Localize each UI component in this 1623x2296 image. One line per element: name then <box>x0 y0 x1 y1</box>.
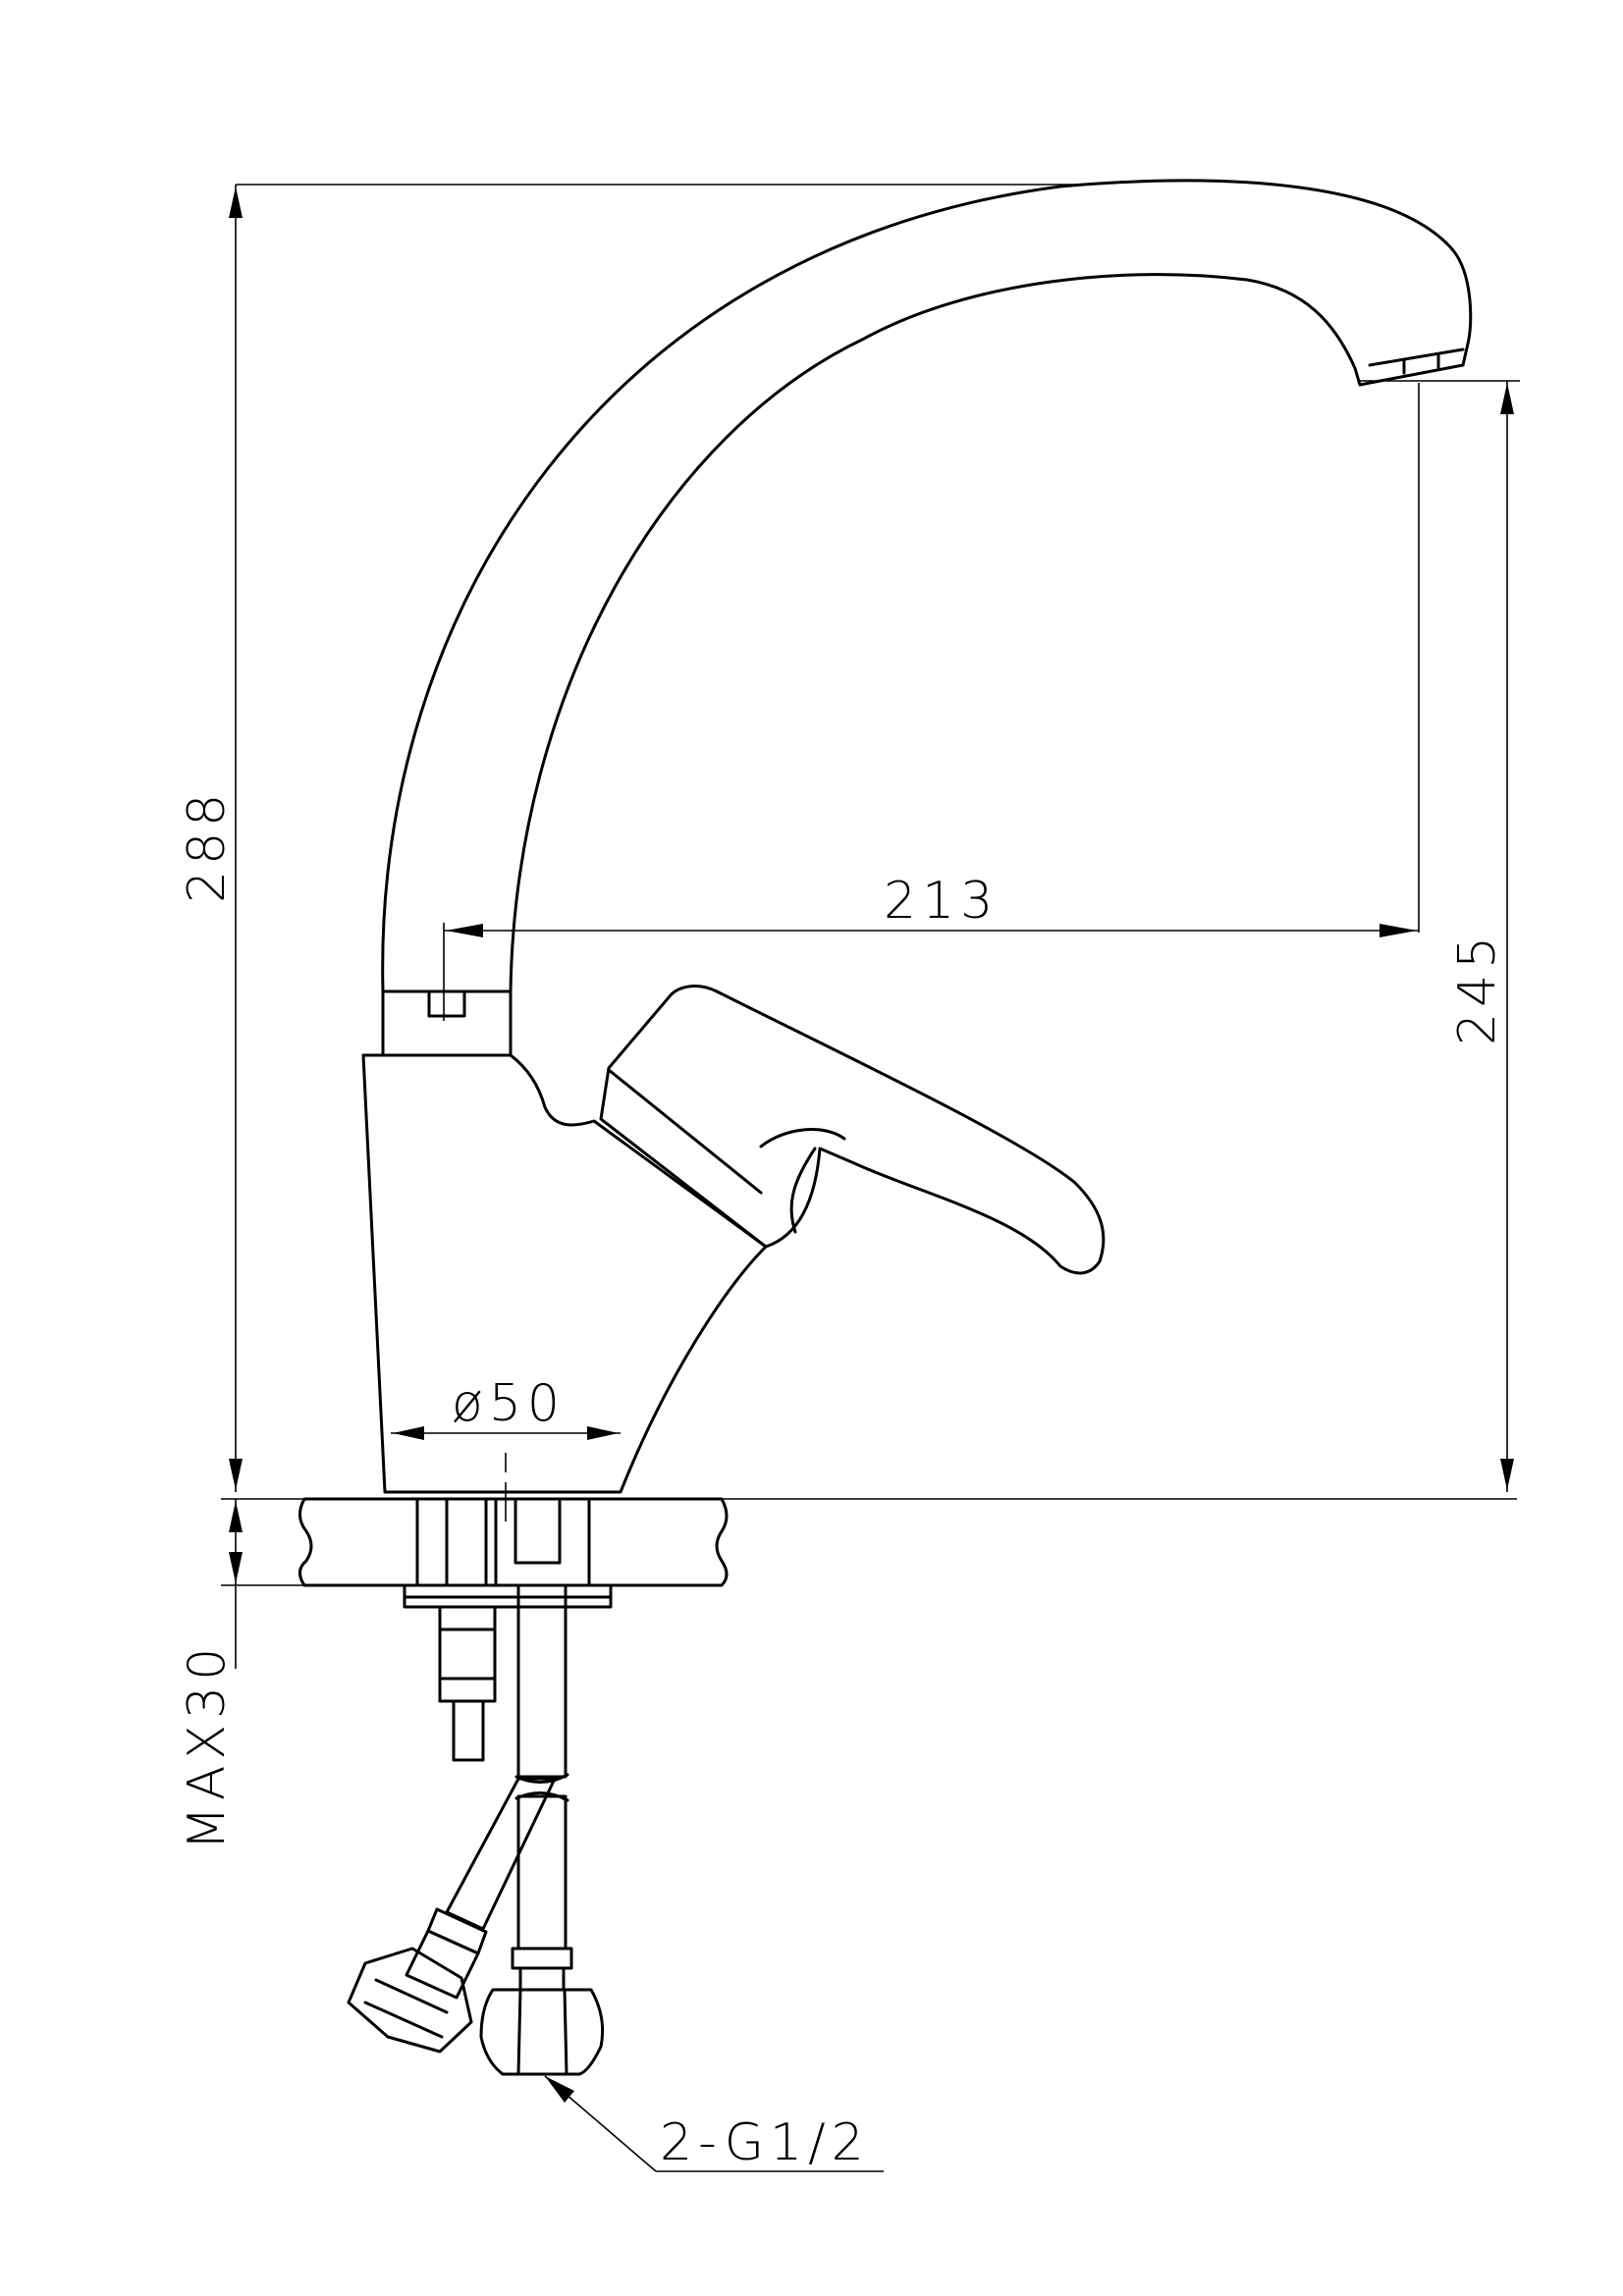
hex-nut-angled <box>347 1947 473 2054</box>
supply-hose-angled <box>405 1777 557 2000</box>
countertop-section <box>298 1497 729 1609</box>
faucet-spout <box>381 179 1473 1057</box>
faucet-body <box>361 1053 768 1494</box>
total-height-label: 288 <box>178 788 237 903</box>
spout-height-label: 245 <box>1448 931 1507 1045</box>
connection-callout: 2-G1/2 <box>544 2075 884 2172</box>
base-diameter-label: ø50 <box>452 1374 566 1433</box>
dimension-spout-height: 245 <box>1360 380 1520 1492</box>
dimension-base-diameter: ø50 <box>391 1374 621 1522</box>
dimension-spout-reach: 213 <box>443 383 1420 1021</box>
hex-nut-straight <box>479 1988 605 2076</box>
connection-label: 2-G1/2 <box>660 2113 870 2172</box>
supply-hose-straight <box>511 1583 573 1992</box>
mounting-stud <box>438 1605 497 1762</box>
dimension-max-thickness: MAX30 <box>178 1498 1517 1850</box>
spout-reach-label: 213 <box>884 872 999 931</box>
max-thickness-label: MAX30 <box>178 1642 237 1850</box>
faucet-lever-handle <box>599 985 1106 1275</box>
dimension-total-height: 288 <box>178 184 1075 1492</box>
